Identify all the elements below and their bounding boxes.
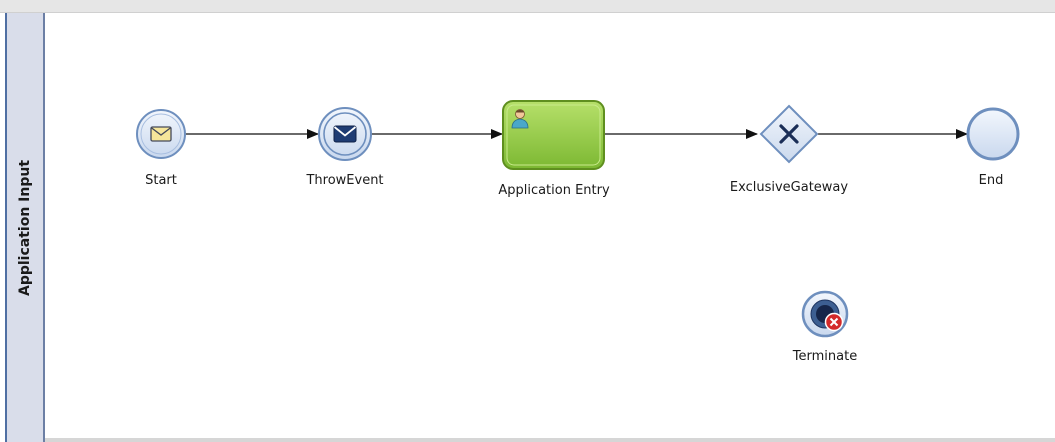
toolbar-strip (0, 0, 1055, 13)
exclusive-gateway[interactable] (759, 104, 819, 164)
user-task[interactable] (502, 100, 605, 170)
swimlane-bottom-border (45, 438, 1055, 442)
exclusive-gateway-label: ExclusiveGateway (729, 180, 849, 195)
throw-event-label: ThrowEvent (306, 173, 384, 188)
envelope-icon (333, 125, 357, 143)
error-badge-icon (824, 312, 844, 332)
start-event[interactable] (136, 109, 186, 159)
start-event-label: Start (145, 173, 177, 188)
end-event[interactable] (966, 107, 1020, 161)
user-task-label: Application Entry (498, 183, 610, 198)
swimlane-header[interactable]: Application Input (5, 13, 45, 442)
user-icon (511, 109, 529, 129)
end-event-label: End (978, 173, 1004, 188)
terminate-event[interactable] (801, 290, 849, 338)
x-icon (779, 124, 799, 144)
terminate-event-label: Terminate (792, 349, 858, 364)
throw-event[interactable] (318, 107, 372, 161)
envelope-icon (150, 126, 172, 142)
